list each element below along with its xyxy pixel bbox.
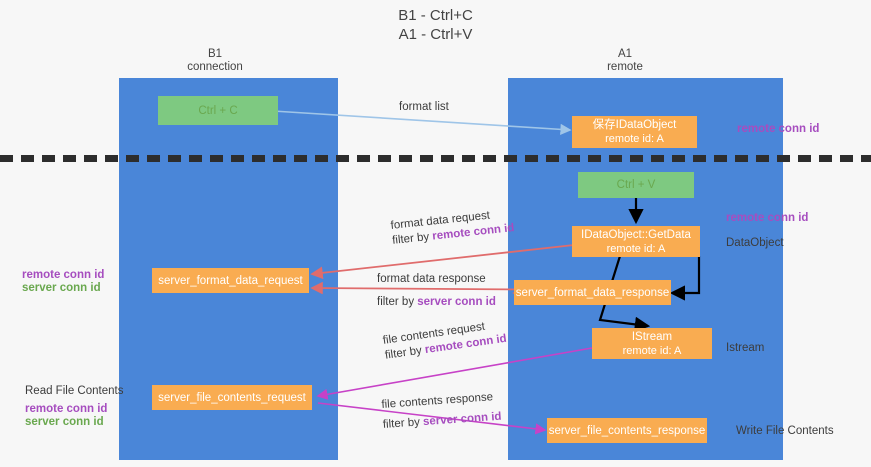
edge-label-format-list-text: format list — [399, 101, 449, 113]
edge-label-file-contents-response: file contents response filter by server … — [381, 390, 502, 433]
node-server-format-data-response[interactable]: server_format_data_response — [514, 280, 671, 305]
phase-divider — [0, 155, 871, 162]
column-header-b1-role: connection — [187, 61, 243, 73]
annotation-right-dataobject: DataObject — [726, 237, 784, 249]
edge-label-file-contents-request: file contents request filter by remote c… — [382, 317, 508, 364]
annotation-left-remote-conn-id: remote conn id — [22, 269, 105, 281]
annotation-right-remote-conn-id-mid: remote conn id — [726, 212, 809, 224]
edge-label-format-data-request: format data request filter by remote con… — [390, 206, 515, 249]
node-istream-sub: remote id: A — [622, 344, 682, 357]
diagram-title: B1 - Ctrl+C A1 - Ctrl+V — [0, 6, 871, 44]
node-server-file-contents-request-label: server_file_contents_request — [158, 391, 306, 404]
edge-label-format-data-response-keyword: server conn id — [417, 296, 496, 308]
node-idataobject-getdata-label: IDataObject::GetData — [581, 228, 691, 241]
diagram-title-line-2: A1 - Ctrl+V — [398, 26, 473, 43]
node-server-format-data-request[interactable]: server_format_data_request — [152, 268, 309, 293]
node-server-file-contents-request[interactable]: server_file_contents_request — [152, 385, 312, 410]
column-header-a1: A1 remote — [545, 48, 705, 74]
node-ctrl-c-label: Ctrl + C — [198, 104, 238, 117]
node-save-idataobject[interactable]: 保存IDataObject remote id: A — [572, 116, 697, 148]
edge-label-format-list: format list — [399, 100, 449, 115]
node-ctrl-c[interactable]: Ctrl + C — [158, 96, 278, 125]
node-server-format-data-response-label: server_format_data_response — [515, 286, 670, 299]
annotation-left-bottom-remote-conn-id: remote conn id — [25, 403, 108, 415]
column-header-a1-role: remote — [607, 61, 643, 73]
node-idataobject-getdata[interactable]: IDataObject::GetData remote id: A — [572, 226, 700, 257]
edge-label-format-data-request-prefix: filter by — [391, 230, 433, 247]
edge-label-file-contents-response-prefix: filter by — [382, 416, 424, 431]
annotation-left-read-file-contents: Read File Contents — [25, 385, 124, 397]
node-save-idataobject-label: 保存IDataObject — [592, 119, 677, 131]
diagram-title-line-1: B1 - Ctrl+C — [398, 7, 473, 24]
node-save-idataobject-sub: remote id: A — [605, 133, 664, 145]
annotation-left-server-conn-id: server conn id — [22, 282, 101, 294]
node-server-format-data-request-label: server_format_data_request — [158, 274, 303, 287]
edge-label-format-data-response-line2: filter by server conn id — [377, 295, 496, 310]
edge-label-file-contents-response-keyword: server conn id — [422, 410, 502, 429]
node-istream-label: IStream — [631, 330, 673, 343]
node-istream[interactable]: IStream remote id: A — [592, 328, 712, 359]
edge-label-file-contents-response-line2: filter by server conn id — [382, 410, 502, 433]
annotation-right-istream: Istream — [726, 342, 765, 354]
edge-label-file-contents-request-prefix: filter by — [384, 344, 426, 362]
annotation-right-remote-conn-id-top: remote conn id — [737, 123, 820, 135]
edge-label-format-data-response-prefix: filter by — [377, 296, 418, 308]
node-ctrl-v-label: Ctrl + V — [616, 179, 656, 191]
column-header-b1-name: B1 — [207, 48, 223, 60]
edge-label-format-data-response-line1: format data response — [377, 273, 486, 285]
node-ctrl-v[interactable]: Ctrl + V — [578, 172, 694, 198]
edge-label-format-data-response: format data response filter by server co… — [377, 272, 496, 310]
annotation-left-bottom-server-conn-id: server conn id — [25, 416, 104, 428]
node-server-file-contents-response-label: server_file_contents_response — [548, 424, 706, 437]
node-server-file-contents-response[interactable]: server_file_contents_response — [547, 418, 707, 443]
edge-label-file-contents-response-line1: file contents response — [381, 391, 494, 411]
column-header-a1-name: A1 — [617, 48, 633, 60]
column-header-b1: B1 connection — [150, 48, 280, 74]
annotation-right-write-file-contents: Write File Contents — [736, 425, 834, 437]
node-idataobject-getdata-sub: remote id: A — [606, 242, 666, 255]
